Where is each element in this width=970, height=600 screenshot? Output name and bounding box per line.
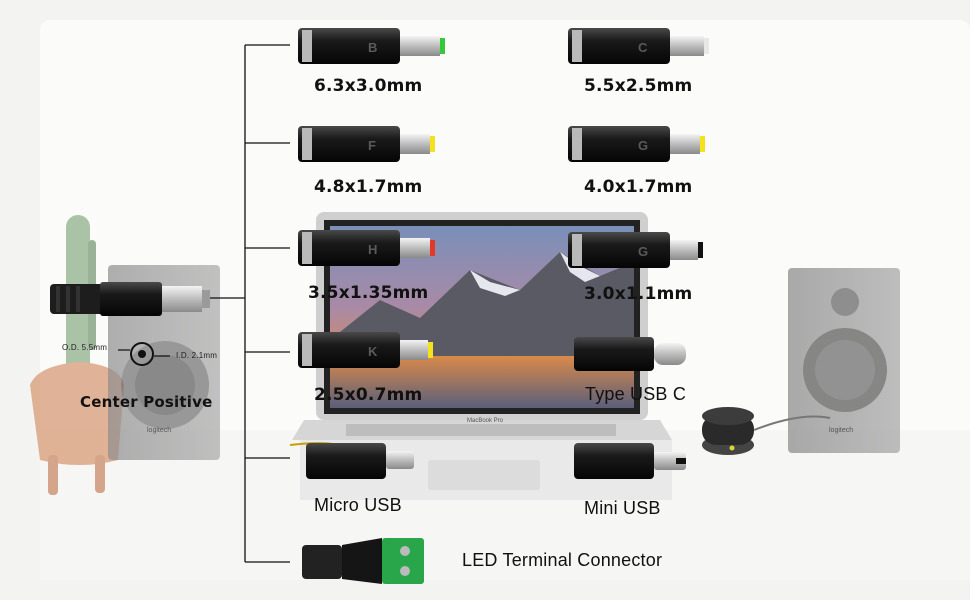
polarity-symbol (118, 342, 170, 366)
tip-label-6.3x3.0: 6.3x3.0mm (314, 76, 423, 96)
usb-c-tip (574, 337, 686, 371)
micro-usb-tip (306, 443, 414, 479)
tip-label-5.5x2.5: 5.5x2.5mm (584, 76, 693, 96)
tip-letter: C (638, 40, 648, 55)
barrel-tip: B (298, 28, 445, 64)
tip-letter: B (368, 40, 377, 55)
barrel-tip: G (568, 232, 703, 268)
tip-letter: K (368, 344, 378, 359)
right-speaker-brand: logitech (829, 427, 854, 434)
volume-knob (702, 407, 831, 455)
tip-label-4.8x1.7: 4.8x1.7mm (314, 177, 423, 197)
tip-label-2.5x0.7: 2.5x0.7mm (314, 385, 423, 405)
tip-letter: F (368, 138, 376, 153)
tip-label-3.5x1.35: 3.5x1.35mm (308, 283, 429, 303)
main-plug (50, 282, 210, 316)
branch-lines (210, 44, 290, 563)
cactus-plant (30, 215, 124, 495)
polarity-label: Center Positive (80, 393, 213, 411)
barrel-tip: F (298, 126, 435, 162)
inner-diameter-label: I.D. 2.1mm (176, 351, 218, 360)
tip-letter: G (638, 244, 648, 259)
barrel-tip: H (298, 230, 435, 266)
tip-label-micro-usb: Micro USB (314, 495, 402, 515)
outer-diameter-label: O.D. 5.5mm (62, 343, 108, 352)
tip-label-type-usb-c: Type USB C (585, 384, 687, 404)
mini-usb-tip (574, 443, 686, 479)
tip-label-4.0x1.7: 4.0x1.7mm (584, 177, 693, 197)
tip-letter: G (638, 138, 648, 153)
tip-label-mini-usb: Mini USB (584, 498, 661, 518)
tip-label-led-terminal: LED Terminal Connector (462, 550, 663, 570)
laptop-brand: MacBook Pro (467, 418, 504, 424)
barrel-tip: C (568, 28, 709, 64)
led-terminal-connector (302, 538, 424, 584)
barrel-tip: K (298, 332, 433, 368)
adapter-tips: B C F G H G K (298, 28, 709, 368)
left-speaker-brand: logitech (147, 427, 172, 434)
barrel-tip: G (568, 126, 705, 162)
tip-label-3.0x1.1: 3.0x1.1mm (584, 284, 693, 304)
tip-letter: H (368, 242, 377, 257)
right-speaker (788, 268, 900, 453)
